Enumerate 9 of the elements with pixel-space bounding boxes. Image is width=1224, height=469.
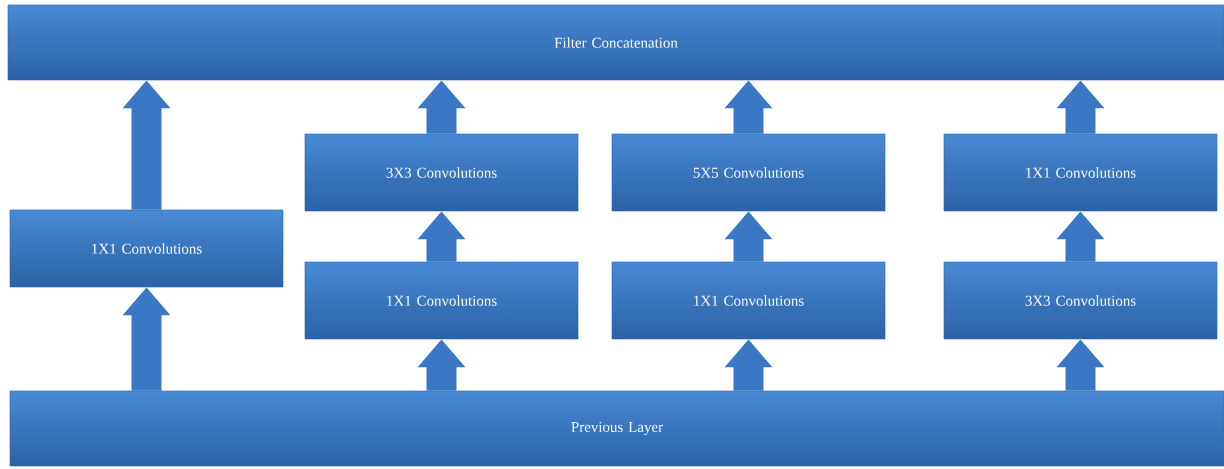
convolution-box: 1X1 Convolutions bbox=[304, 261, 579, 340]
layer-bar: Filter Concatenation bbox=[7, 4, 1224, 81]
convolution-box: 1X1 Convolutions bbox=[943, 133, 1218, 212]
convolution-box: 1X1 Convolutions bbox=[611, 261, 886, 340]
convolution-box: 3X3 Convolutions bbox=[304, 133, 579, 212]
layer-bar: Previous Layer bbox=[9, 390, 1224, 467]
convolution-box: 5X5 Convolutions bbox=[611, 133, 886, 212]
convolution-box: 3X3 Convolutions bbox=[943, 261, 1218, 340]
convolution-box: 1X1 Convolutions bbox=[9, 209, 284, 288]
